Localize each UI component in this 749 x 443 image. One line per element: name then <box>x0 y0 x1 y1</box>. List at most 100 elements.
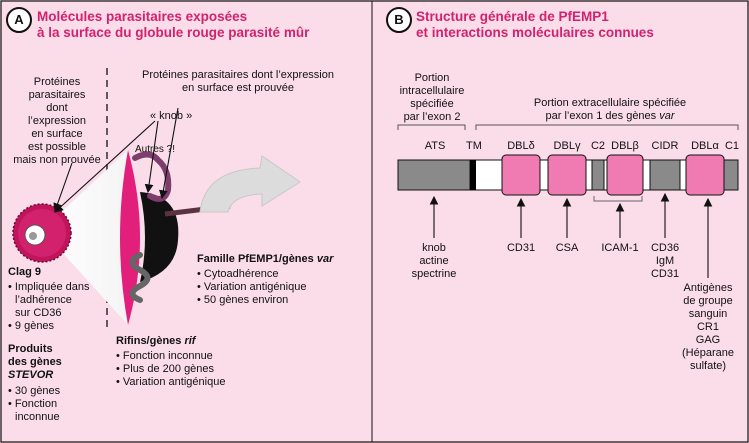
extracellular-bracket <box>475 124 739 130</box>
pfemp1-line: • Cytoadhérence <box>197 268 279 280</box>
rifins-title-text: Rifins/gènes <box>116 335 185 347</box>
rifins-line: • Fonction inconnue <box>116 350 213 362</box>
panel-b-badge: B <box>386 7 412 33</box>
autres-label: Autres ?! <box>135 144 176 155</box>
cidr-ligand: CD36 <box>650 242 680 254</box>
pfemp1-title-text: Famille PfEMP1/gènes <box>197 253 317 265</box>
possible-pointer <box>53 162 73 213</box>
clag9-line: • 9 gènes <box>8 320 55 332</box>
dbl-gamma-ligand: CSA <box>555 242 579 254</box>
ats-ligands: knob actine spectrine <box>404 242 464 281</box>
cidr-ligand: CD31 <box>650 268 680 280</box>
dbl-alpha-ligand: Antigènes <box>683 282 733 294</box>
panel-a-badge: A <box>6 7 32 33</box>
knob-body <box>140 192 179 282</box>
panel-b-title-line2: et interactions moléculaires connues <box>416 25 654 40</box>
proven-pointer <box>159 107 179 200</box>
extracellular-line2-text: par l’exon 1 des gènes <box>545 110 660 122</box>
domain-dbl-alpha-box <box>685 154 725 196</box>
clag9-line: l’adhérence <box>15 294 72 306</box>
stevor-title-line: des gènes <box>8 356 62 368</box>
domain-dbl-delta-box <box>501 154 541 196</box>
icam-bracket <box>593 196 643 202</box>
rifins-line: • Plus de 200 gènes <box>116 363 215 375</box>
domain-dbl-gamma-box <box>547 154 587 196</box>
domain-tm-label: TM <box>466 140 482 152</box>
possible-line: parasitaires <box>28 89 86 101</box>
panel-a-title-line1: Molécules parasitaires exposées <box>37 9 248 24</box>
dbl-alpha-ligand: sulfate) <box>689 360 727 372</box>
stevor-line: • Fonction <box>8 398 58 410</box>
ats-ligand: spectrine <box>411 268 457 280</box>
domain-c2-box <box>591 159 605 191</box>
domain-tm-box <box>470 160 476 190</box>
domain-c2-label: C2 <box>590 140 606 152</box>
clag9-line: sur CD36 <box>15 307 62 319</box>
possible-line: Protéines <box>33 76 81 88</box>
stevor-line: inconnue <box>15 411 60 423</box>
knob-pointer <box>54 120 156 213</box>
rifins-title: Rifins/gènes rif <box>116 335 195 348</box>
panel-a-title-line2: à la surface du globule rouge parasité m… <box>37 25 310 40</box>
domain-dbl-gamma-label: DBLγ <box>553 140 581 152</box>
possible-line: en surface <box>31 128 83 140</box>
clag9-title: Clag 9 <box>8 266 42 278</box>
intracellular-bracket <box>397 124 466 130</box>
intracellular-line: intracellulaire <box>399 85 465 97</box>
proven-line: Protéines parasitaires dont l’expression <box>142 69 334 81</box>
dbl-alpha-ligand: GAG <box>695 334 721 346</box>
dbl-alpha-ligand: sanguin <box>688 308 728 320</box>
pfemp1-line: • Variation antigénique <box>197 281 307 293</box>
intracellular-line: spécifiée <box>410 98 454 110</box>
transition-arrow <box>199 155 301 213</box>
stevor-line: • 30 gènes <box>8 385 61 397</box>
clag9-bullets: • Impliquée dans l’adhérence sur CD36 • … <box>8 281 90 333</box>
extracellular-line2: par l’exon 1 des gènes var <box>500 110 720 123</box>
proven-expression-text: Protéines parasitaires dont l’expression… <box>118 69 358 95</box>
possible-line: mais non prouvée <box>13 154 101 166</box>
possible-line: dont <box>46 102 68 114</box>
proven-line: en surface est prouvée <box>182 82 294 94</box>
domain-cidr-label: CIDR <box>651 140 679 152</box>
extracellular-label: Portion extracellulaire spécifiée par l’… <box>500 97 720 123</box>
knob-label: « knob » <box>150 110 193 122</box>
extracellular-line2-italic: var <box>659 110 675 122</box>
dbl-alpha-ligand: (Héparane <box>682 347 734 359</box>
possible-expression-text: Protéines parasitaires dont l’expression… <box>8 76 106 167</box>
parasite-nucleus <box>29 232 37 240</box>
membrane-lens <box>120 150 140 325</box>
dbl-delta-ligand: CD31 <box>506 242 536 254</box>
rifins-bullets: • Fonction inconnue • Plus de 200 gènes … <box>116 350 225 389</box>
domain-dbl-beta-label: DBLβ <box>611 140 639 152</box>
possible-line: l’expression <box>27 115 87 127</box>
pfemp1-line: • 50 gènes environ <box>197 294 289 306</box>
dbl-beta-ligand: ICAM-1 <box>601 242 639 254</box>
extracellular-line1: Portion extracellulaire spécifiée <box>533 97 687 109</box>
domain-dbl-delta-label: DBLδ <box>507 140 535 152</box>
ats-ligand: actine <box>419 255 449 267</box>
possible-line: est possible <box>27 141 87 153</box>
stevor-title-italic: STEVOR <box>8 369 54 381</box>
stevor-title-line: Produits <box>8 343 53 355</box>
pfemp1-bullets: • Cytoadhérence • Variation antigénique … <box>197 268 306 307</box>
intracellular-line: par l’exon 2 <box>403 111 461 123</box>
domain-ats-box <box>397 159 471 191</box>
cidr-ligands: CD36 IgM CD31 <box>645 242 685 281</box>
rifins-line: • Variation antigénique <box>116 376 226 388</box>
pfemp1-title: Famille PfEMP1/gènes var <box>197 253 333 266</box>
dbl-alpha-ligands: Antigènes de groupe sanguin CR1 GAG (Hép… <box>678 282 738 373</box>
dbl-alpha-ligand: de groupe <box>683 295 733 307</box>
stevor-title: Produits des gènes STEVOR <box>8 343 62 382</box>
ats-ligand: knob <box>422 242 446 254</box>
clag9-line: • Impliquée dans <box>8 281 90 293</box>
pfemp1-title-italic: var <box>316 253 334 265</box>
domain-ats-label: ATS <box>424 140 446 152</box>
intracellular-line: Portion <box>414 72 450 84</box>
cidr-ligand: IgM <box>655 255 675 267</box>
domain-c1-box <box>723 159 739 191</box>
panel-b-title-line1: Structure générale de PfEMP1 <box>416 9 609 24</box>
rifins-title-italic: rif <box>184 335 196 347</box>
